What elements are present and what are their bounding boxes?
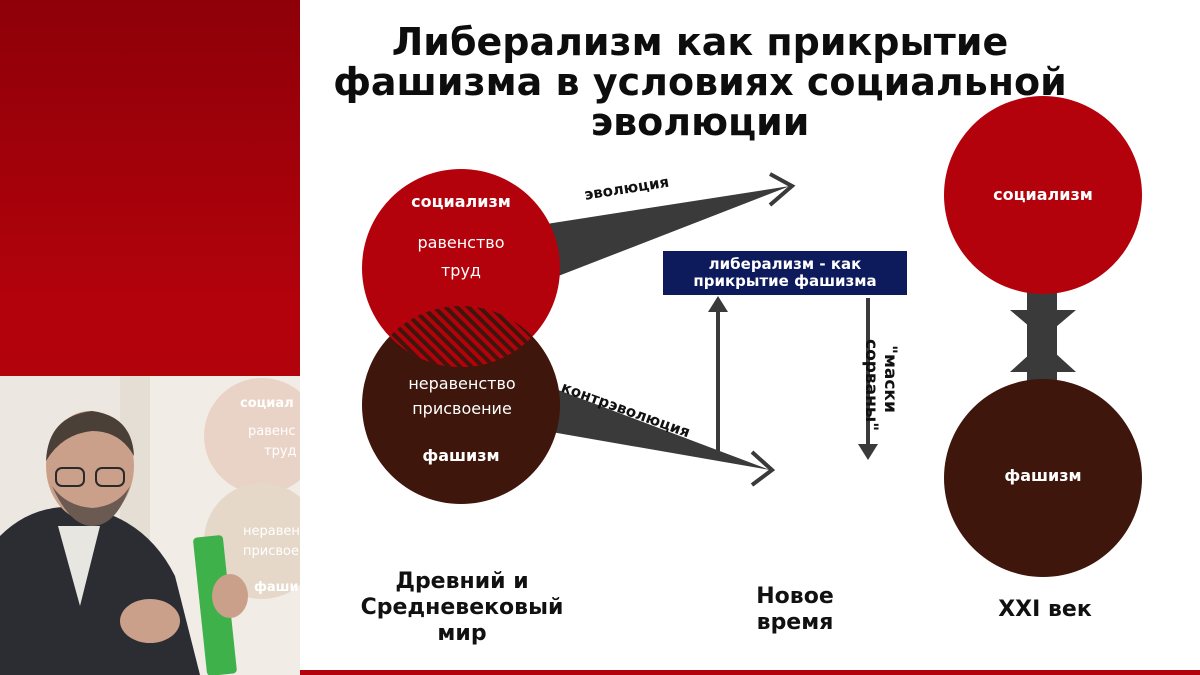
webcam-fragment-4: неравен bbox=[243, 524, 300, 539]
left-fascism-appropriation: присвоение bbox=[412, 399, 512, 418]
liberalism-box: либерализм - как прикрытие фашизма bbox=[663, 251, 907, 295]
counter-evolution-arrowhead bbox=[750, 450, 776, 487]
left-fascism-circle bbox=[362, 306, 560, 504]
era-ancient-medieval: Древний и Средневековый мир bbox=[357, 569, 567, 647]
era-modern: Новое время bbox=[740, 584, 850, 636]
slide-title: Либерализм как прикрытие фашизма в услов… bbox=[330, 22, 1070, 142]
webcam-fragment-5: присвое bbox=[243, 544, 299, 559]
right-fascism-label: фашизм bbox=[1004, 466, 1082, 485]
right-socialism-circle bbox=[944, 96, 1142, 294]
slide-title-line-3: эволюции bbox=[590, 100, 810, 144]
webcam-fragment-2: равенс bbox=[248, 424, 296, 439]
masks-torn-line-2: сорваны" bbox=[861, 339, 881, 432]
liberalism-box-line-1: либерализм - как bbox=[708, 255, 862, 273]
left-socialism-labor: труд bbox=[440, 261, 481, 280]
era-21st-century: XXI век bbox=[998, 597, 1092, 622]
webcam-fragment-1: социал bbox=[240, 396, 294, 411]
downward-arrow-head bbox=[858, 444, 878, 460]
slide-title-line-2: фашизма в условиях социальной bbox=[333, 60, 1067, 104]
era-modern-line-1: Новое bbox=[756, 584, 834, 609]
webcam-fragment-3: труд bbox=[264, 444, 297, 459]
right-fascism-circle bbox=[944, 379, 1142, 577]
right-socialism-label: социализм bbox=[993, 185, 1093, 204]
webcam-fragment-6: фаши bbox=[254, 580, 299, 595]
left-fascism-inequality: неравенство bbox=[408, 374, 516, 393]
counter-evolution-wedge bbox=[540, 385, 770, 470]
upward-arrow-head bbox=[708, 296, 728, 312]
left-socialism-heading: социализм bbox=[411, 192, 511, 211]
left-fascism-heading: фашизм bbox=[422, 446, 500, 465]
era-ancient-line-2: Средневековый bbox=[360, 595, 564, 620]
era-ancient-line-3: мир bbox=[437, 621, 487, 646]
masks-torn-label: "маски сорваны" bbox=[861, 339, 900, 432]
right-up-triangle bbox=[1010, 342, 1076, 372]
right-connector bbox=[1027, 290, 1057, 390]
slide-bottom-line bbox=[300, 670, 1200, 675]
era-ancient-line-1: Древний и bbox=[395, 569, 529, 594]
masks-torn-line-1: "маски bbox=[880, 345, 900, 413]
right-down-triangle bbox=[1010, 310, 1076, 338]
left-socialism-circle bbox=[362, 169, 560, 367]
presenter-video-frame bbox=[0, 376, 300, 675]
presenter-webcam: социал равенс труд неравен присвое фаши bbox=[0, 376, 300, 675]
slide-title-line-1: Либерализм как прикрытие bbox=[391, 20, 1009, 64]
left-socialism-equality: равенство bbox=[417, 233, 505, 252]
liberalism-box-line-2: прикрытие фашизма bbox=[693, 272, 877, 290]
era-modern-line-2: время bbox=[756, 610, 834, 635]
evolution-arrowhead bbox=[768, 172, 796, 207]
evolution-wedge bbox=[540, 186, 790, 280]
